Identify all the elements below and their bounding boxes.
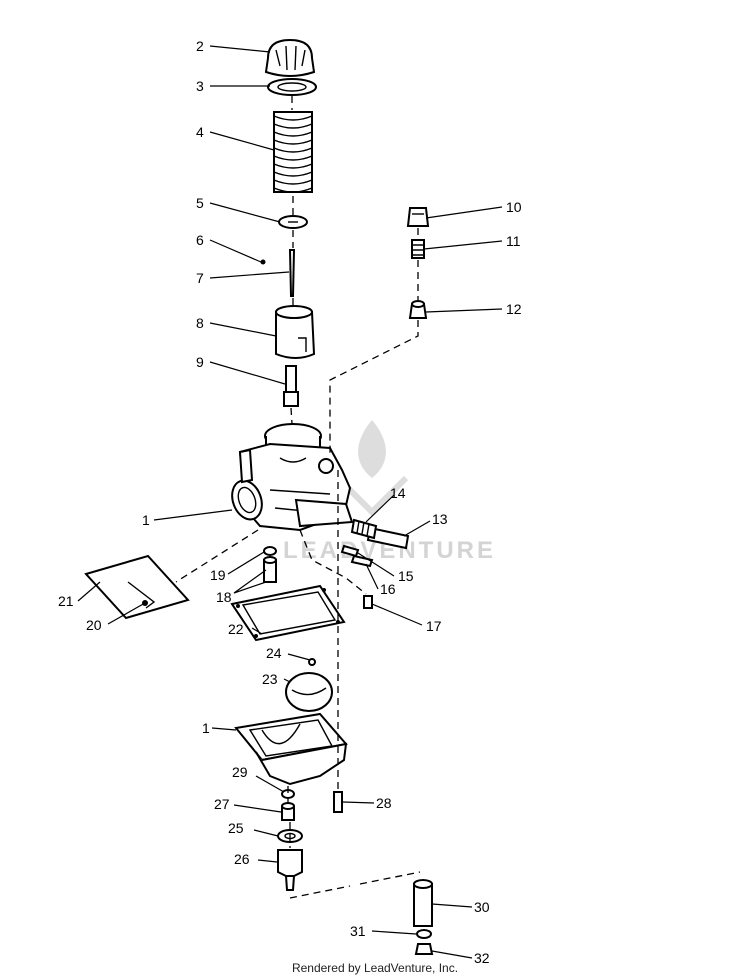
part-6-clip[interactable] — [260, 259, 266, 265]
callout-14[interactable]: 14 — [390, 485, 406, 501]
part-21-plate[interactable] — [84, 554, 190, 620]
callout-29[interactable]: 29 — [232, 764, 248, 780]
callout-17[interactable]: 17 — [426, 618, 442, 634]
callout-10[interactable]: 10 — [506, 199, 522, 215]
part-1-carburetor-body[interactable] — [227, 423, 354, 532]
alignment-lines — [175, 96, 421, 899]
callout-31[interactable]: 31 — [350, 923, 366, 939]
callout-19[interactable]: 19 — [210, 567, 226, 583]
part-1-float-bowl[interactable] — [234, 712, 348, 786]
callout-21[interactable]: 21 — [58, 593, 74, 609]
callout-24[interactable]: 24 — [266, 645, 282, 661]
callout-7[interactable]: 7 — [196, 270, 204, 286]
part-17-main-jet[interactable] — [363, 595, 373, 609]
callout-2[interactable]: 2 — [196, 38, 204, 54]
callout-8[interactable]: 8 — [196, 315, 204, 331]
part-7-needle[interactable] — [288, 249, 296, 297]
callout-1-body[interactable]: 1 — [142, 512, 150, 528]
leader-lines — [77, 45, 503, 959]
callout-23[interactable]: 23 — [262, 671, 278, 687]
part-23-float[interactable] — [285, 672, 333, 712]
callout-16[interactable]: 16 — [380, 581, 396, 597]
part-12-cable-end[interactable] — [408, 300, 428, 319]
callout-32[interactable]: 32 — [474, 950, 490, 966]
callout-5[interactable]: 5 — [196, 195, 204, 211]
callout-18[interactable]: 18 — [216, 589, 232, 605]
flame-logo-icon — [358, 420, 386, 478]
callout-30[interactable]: 30 — [474, 899, 490, 915]
callout-22[interactable]: 22 — [228, 621, 244, 637]
callout-15[interactable]: 15 — [398, 568, 414, 584]
part-5-retainer[interactable] — [278, 215, 308, 229]
callout-1-bowl[interactable]: 1 — [202, 720, 210, 736]
part-22-gasket[interactable] — [230, 584, 346, 642]
part-8-throttle-slide[interactable] — [275, 305, 316, 359]
part-11-cable-spring[interactable] — [411, 239, 425, 259]
part-32-fitting[interactable] — [414, 943, 434, 955]
callout-labels: 2 3 4 5 6 7 8 9 10 11 12 1 13 14 15 16 1… — [58, 38, 522, 966]
parts — [84, 38, 434, 955]
part-30-tube[interactable] — [413, 879, 433, 927]
callout-13[interactable]: 13 — [432, 511, 448, 527]
callout-12[interactable]: 12 — [506, 301, 522, 317]
callout-9[interactable]: 9 — [196, 354, 204, 370]
part-31-clamp[interactable] — [416, 929, 432, 939]
render-credit: Rendered by LeadVenture, Inc. — [291, 961, 459, 975]
part-26-drain[interactable] — [277, 849, 303, 891]
callout-3[interactable]: 3 — [196, 78, 204, 94]
part-18-float-valve[interactable] — [263, 556, 277, 583]
callout-28[interactable]: 28 — [376, 795, 392, 811]
part-27-plug[interactable] — [281, 802, 295, 821]
callout-4[interactable]: 4 — [196, 124, 204, 140]
part-19-washer[interactable] — [263, 546, 277, 556]
part-14-spring[interactable] — [350, 518, 378, 540]
callout-27[interactable]: 27 — [214, 796, 230, 812]
part-24-pin[interactable] — [308, 658, 316, 666]
callout-20[interactable]: 20 — [86, 617, 102, 633]
callout-6[interactable]: 6 — [196, 232, 204, 248]
part-2-cap[interactable] — [264, 38, 316, 77]
callout-26[interactable]: 26 — [234, 851, 250, 867]
callout-11[interactable]: 11 — [506, 233, 521, 249]
callout-25[interactable]: 25 — [228, 820, 244, 836]
part-28-screw[interactable] — [333, 791, 343, 813]
part-10-cable-cap[interactable] — [406, 207, 430, 227]
part-4-spring[interactable] — [273, 111, 313, 193]
part-9-screw[interactable] — [283, 365, 299, 407]
part-3-washer[interactable] — [267, 78, 317, 96]
